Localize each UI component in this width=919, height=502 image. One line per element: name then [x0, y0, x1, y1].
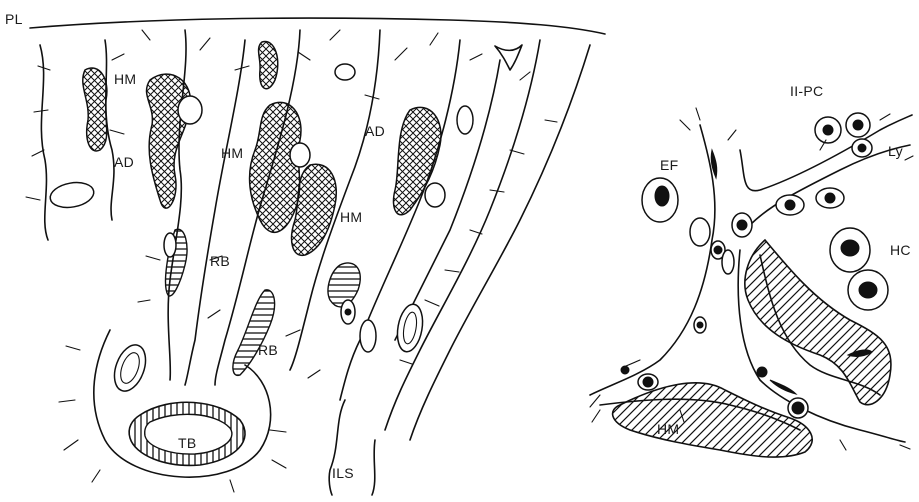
- hm-mass-1: [83, 68, 107, 151]
- label-ly: Ly: [888, 144, 903, 158]
- endothelial-nucleus-5: [825, 193, 835, 203]
- trabecula-wall-8: [385, 40, 540, 430]
- free-cell-ef-nucleus: [655, 186, 669, 206]
- rb-column-3: [328, 263, 360, 307]
- right-hm-mass-2: [613, 383, 813, 457]
- pit-cell-2-nucleus: [853, 120, 863, 130]
- endothelial-nucleus-2: [714, 246, 722, 254]
- label-hm-left-2: HM: [221, 146, 243, 160]
- label-ad-left-2: AD: [365, 124, 385, 138]
- trabecula-wall-4: [185, 40, 245, 385]
- endothelial-nucleus-4: [785, 200, 795, 210]
- sinusoid-cell-11: [48, 179, 95, 210]
- label-ad-left-1: AD: [114, 155, 134, 169]
- label-rb-2: RB: [258, 343, 278, 357]
- endothelial-nucleus-9: [792, 402, 804, 414]
- endothelial-nucleus-6: [697, 322, 703, 328]
- pit-cell-1-nucleus: [823, 125, 833, 135]
- sinusoid-cell-10: [425, 183, 445, 207]
- surface-line: [30, 18, 605, 34]
- right-hm-mass-1: [745, 240, 891, 405]
- sinusoid-cell-6: [178, 96, 202, 124]
- rb-column-2: [233, 290, 275, 376]
- sinusoid-cell-7: [290, 143, 310, 167]
- label-hm-left-1: HM: [114, 72, 136, 86]
- hm-mass-2: [147, 74, 191, 208]
- right-panel: [590, 108, 913, 457]
- label-hc: HC: [890, 243, 911, 257]
- free-cell-2: [690, 218, 710, 246]
- label-tb: TB: [178, 436, 197, 450]
- trabecula-wall-9: [410, 45, 590, 440]
- endothelial-nucleus-1: [737, 220, 747, 230]
- sinusoid-cell-5: [164, 233, 176, 257]
- label-ef: EF: [660, 158, 679, 172]
- endothelial-nucleus-11: [858, 144, 866, 152]
- hepatocyte-2-nucleus: [859, 282, 877, 298]
- sinusoid-wall-1: [590, 125, 715, 395]
- left-panel: [26, 18, 605, 495]
- label-rb-1: RB: [210, 254, 230, 268]
- endothelial-nucleus-10: [757, 367, 767, 377]
- label-ii-pc: II-PC: [790, 84, 823, 98]
- hm-mass-4: [250, 102, 301, 232]
- sinusoid-cell-8: [335, 64, 355, 80]
- label-hm-left-3: HM: [340, 210, 362, 224]
- sinusoid-nucleus-1: [345, 309, 351, 315]
- label-pl: PL: [5, 12, 23, 26]
- label-ils: ILS: [332, 466, 354, 480]
- endothelial-cell-3: [722, 250, 734, 274]
- sinusoid-cell-3: [360, 320, 376, 352]
- sinusoid-cell-9: [457, 106, 473, 134]
- trabecula-wall-1: [40, 45, 48, 240]
- endothelial-nucleus-7: [643, 377, 653, 387]
- endothelial-nucleus-8: [621, 366, 629, 374]
- trabecula-wall-12: [372, 440, 375, 495]
- label-hm-right: HM: [657, 422, 679, 436]
- sinusoid-cell-1: [109, 341, 152, 396]
- hepatocyte-1-nucleus: [841, 240, 859, 256]
- hm-mass-3: [259, 42, 278, 89]
